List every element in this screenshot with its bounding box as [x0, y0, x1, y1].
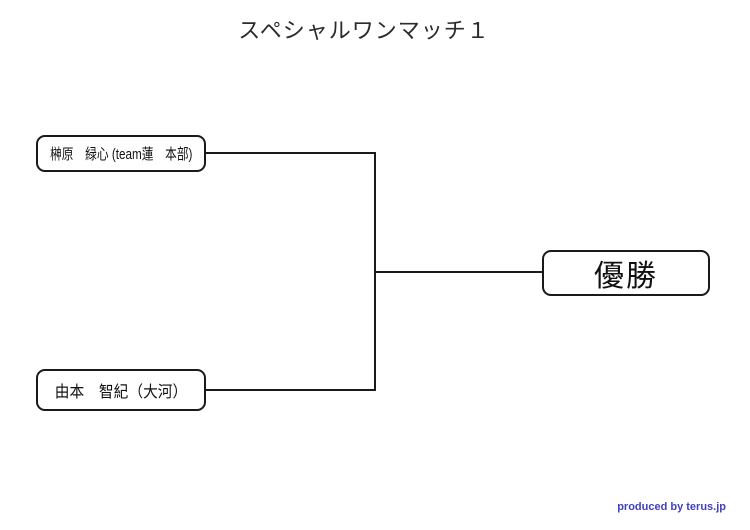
connector-line-player2: [205, 389, 375, 391]
player2-box: 由本 智紀（大河）: [36, 369, 206, 411]
player1-name: 榊原 緑心 (team蓮 本部): [49, 146, 193, 163]
winner-box: 優勝: [542, 250, 710, 296]
player1-box: 榊原 緑心 (team蓮 本部): [36, 135, 206, 172]
connector-line-player1: [205, 152, 375, 154]
tournament-title: スペシャルワンマッチ１: [238, 18, 490, 43]
connector-line-vertical: [374, 152, 376, 391]
winner-label: 優勝: [594, 260, 658, 293]
player2-name: 由本 智紀（大河）: [54, 384, 188, 401]
credit-link[interactable]: produced by terus.jp: [617, 501, 726, 513]
connector-line-final: [376, 271, 542, 273]
